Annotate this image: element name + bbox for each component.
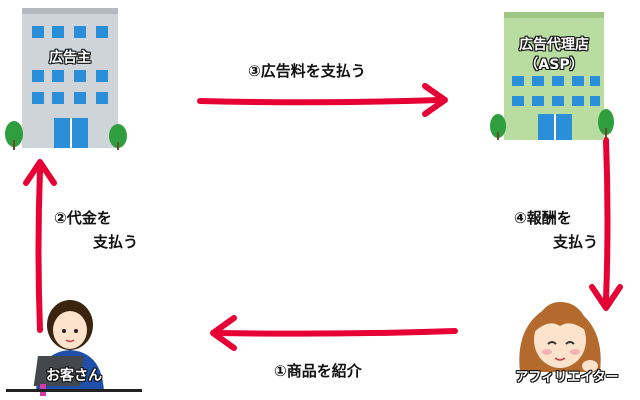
asp-building-icon — [490, 12, 614, 140]
asp-label-line2: （ASP） — [524, 57, 584, 73]
step2-label: ②代金を 支払う — [54, 206, 138, 254]
asp-label-line1: 広告代理店 — [519, 37, 589, 53]
arrow-customer-to-advertiser — [23, 159, 57, 333]
advertiser-building-icon — [5, 8, 127, 150]
step4-label-line2: 支払う — [552, 233, 598, 251]
affiliate-label: アフィリエイター — [515, 370, 619, 385]
step4-label: ④報酬を 支払う — [514, 206, 598, 254]
step1-label: ①商品を紹介 — [274, 362, 362, 380]
step2-label-line2: 支払う — [92, 233, 138, 251]
advertiser-label: 広告主 — [49, 50, 91, 66]
customer-with-laptop-icon — [6, 300, 142, 396]
arrow-advertiser-to-asp — [197, 83, 448, 117]
customer-label: お客さん — [46, 368, 102, 384]
arrow-asp-to-affiliate — [589, 137, 623, 311]
step3-label: ③広告料を支払う — [248, 62, 366, 80]
step2-label-line1: ②代金を — [54, 209, 112, 227]
asp-label: 広告代理店 （ASP） — [498, 35, 610, 75]
arrow-affiliate-to-customer — [210, 315, 458, 351]
affiliate-woman-icon — [519, 302, 601, 372]
step4-label-line1: ④報酬を — [514, 209, 572, 227]
